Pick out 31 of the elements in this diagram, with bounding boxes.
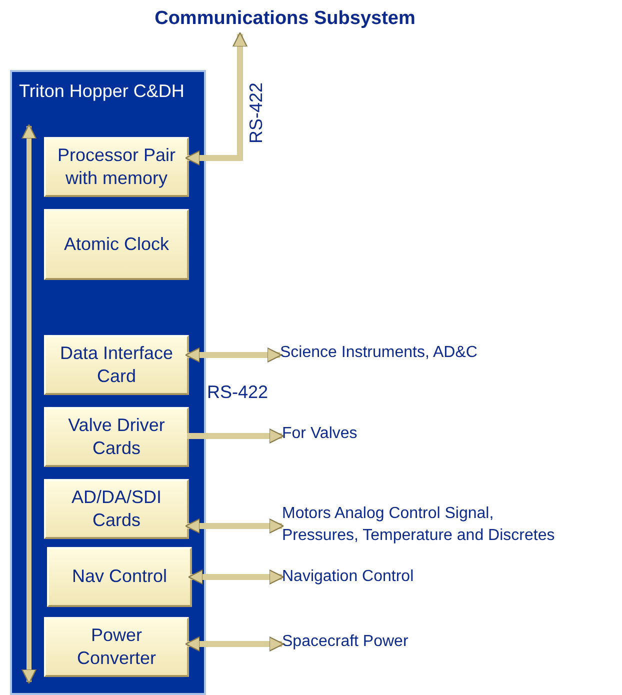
double-arrow	[185, 32, 248, 166]
interface-label: Motors Analog Control Signal, Pressures, Temperature and Discretes	[282, 503, 563, 549]
card-box	[47, 547, 192, 607]
panel-title: Triton Hopper C&DH	[19, 80, 184, 103]
edge-label: RS-422	[207, 381, 268, 404]
bus-arrow	[21, 124, 37, 684]
interface-label: For Valves	[282, 423, 422, 449]
card-label: Atomic Clock	[64, 232, 170, 256]
card-label: Data Interface Card	[58, 342, 174, 388]
subsystem-title: Communications Subsystem	[140, 6, 430, 34]
card-box	[44, 209, 189, 280]
card-box	[44, 335, 189, 395]
card-label: AD/DA/SDI Cards	[70, 486, 163, 532]
double-arrow	[185, 347, 282, 363]
card-box	[44, 617, 189, 677]
card-box	[44, 407, 189, 467]
card-label: Nav Control	[72, 565, 168, 588]
card-label: Power Converter	[76, 624, 158, 670]
double-arrow	[185, 636, 284, 652]
interface-label: Science Instruments, AD&C	[280, 342, 560, 368]
interface-label: Navigation Control	[282, 566, 502, 590]
subsystem-panel	[10, 70, 206, 695]
card-label: Processor Pair with memory	[56, 144, 177, 190]
double-arrow	[185, 518, 284, 534]
edge-label: RS-422	[246, 81, 266, 146]
interface-label: Spacecraft Power	[282, 631, 482, 657]
card-label: Valve Driver Cards	[67, 414, 166, 460]
card-box	[44, 137, 189, 197]
card-box	[44, 479, 189, 539]
double-arrow	[187, 428, 284, 444]
double-arrow	[188, 569, 284, 585]
